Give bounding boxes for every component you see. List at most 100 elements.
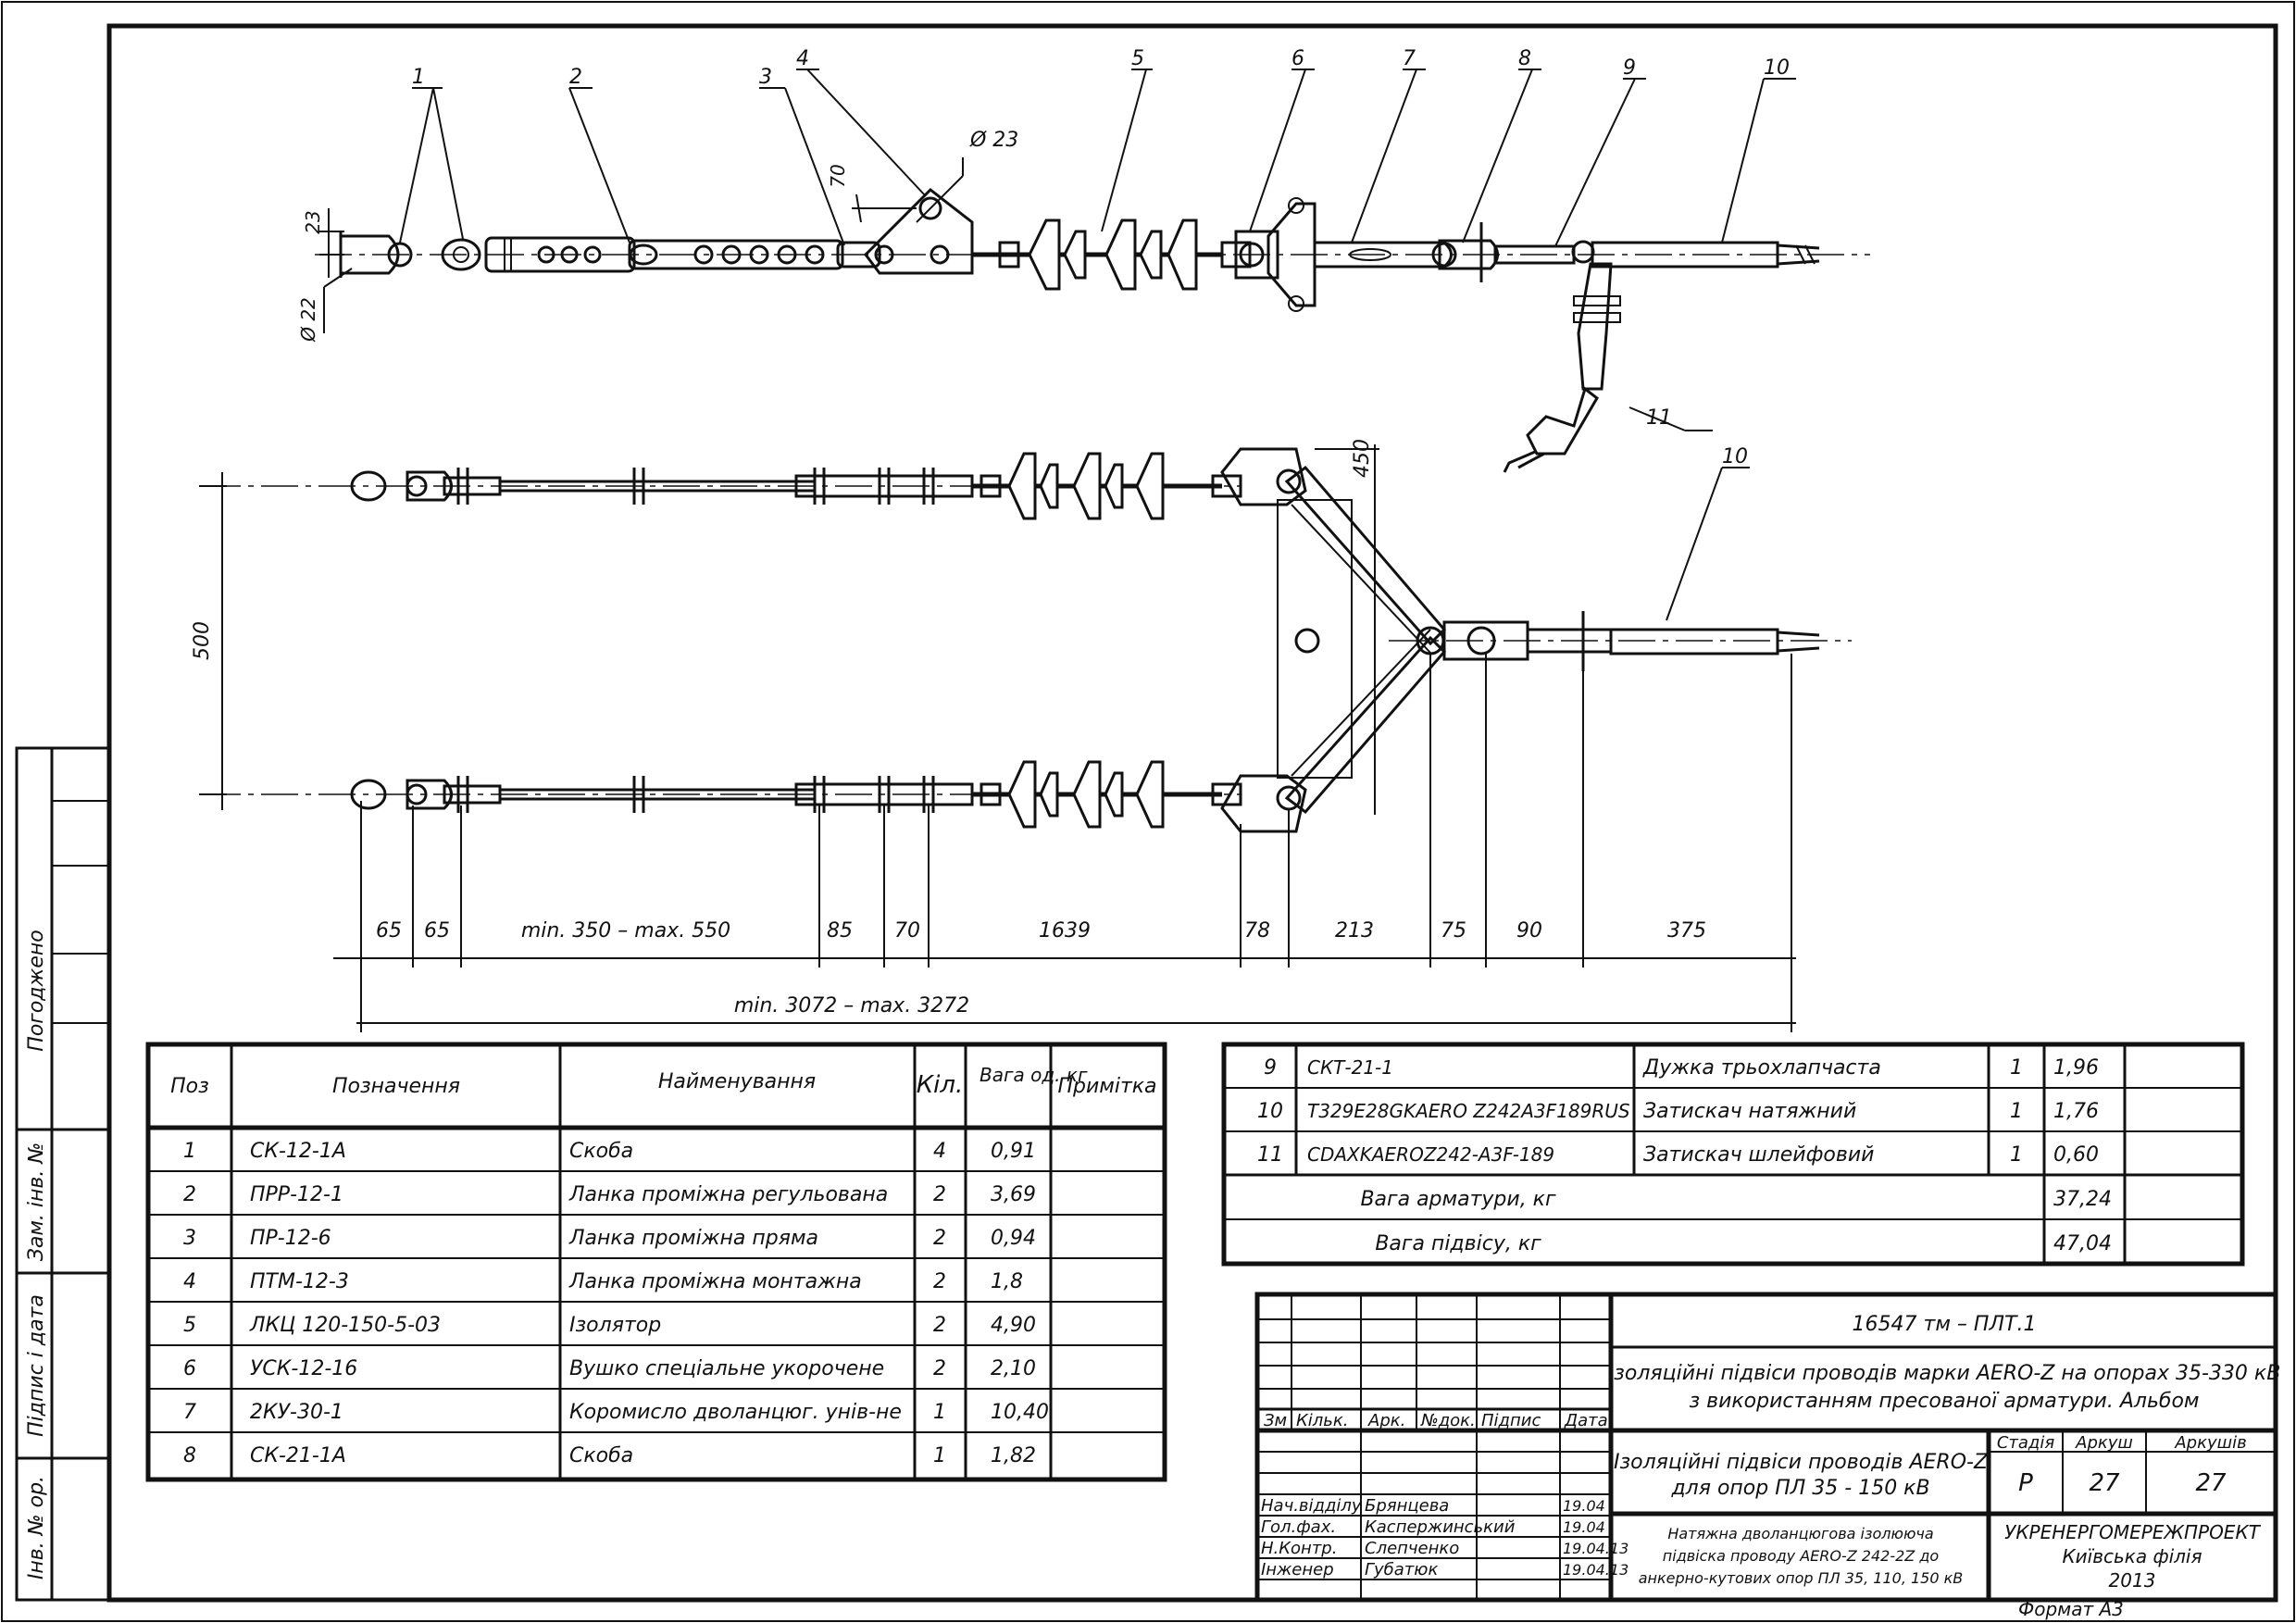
spec-row-pos: 7: [183, 1401, 196, 1424]
spec-row-designation: ПРР-12-1: [250, 1183, 343, 1206]
spec-row-pos: 10: [1257, 1100, 1283, 1123]
spec-row-designation: СКТ-21-1: [1307, 1056, 1393, 1079]
spec-row-qty: 4: [933, 1140, 946, 1163]
spec-row-qty: 1: [933, 1401, 946, 1424]
spec-row-pos: 1: [183, 1140, 196, 1163]
spec-row-weight: 3,69: [991, 1183, 1036, 1206]
col-qty: Кіл.: [917, 1071, 964, 1099]
stage-label: Стадія: [1997, 1433, 2055, 1453]
callout-10-main: 10: [1722, 445, 1748, 468]
dim-75: 75: [1441, 919, 1466, 943]
spec-row-qty: 1: [2010, 1143, 2023, 1167]
spec-row-pos: 8: [183, 1444, 196, 1467]
col-pos: Поз: [170, 1075, 209, 1098]
spec-row-weight: 1,96: [2053, 1056, 2099, 1080]
spec-row-designation: ЛКЦ 120-150-5-03: [249, 1314, 441, 1337]
sheets-label: Аркушів: [2174, 1433, 2246, 1453]
spec-row-weight: 0,60: [2053, 1143, 2099, 1167]
org-year: 2013: [2109, 1569, 2156, 1592]
person-name: Слепченко: [1365, 1539, 1459, 1558]
person-role: Гол.фах.: [1261, 1517, 1336, 1537]
callout-2: 2: [569, 66, 582, 89]
spec-row-pos: 5: [183, 1314, 196, 1337]
dim-adjustable: min. 350 – max. 550: [521, 919, 730, 943]
spec-row-name: Затискач натяжний: [1643, 1100, 1856, 1123]
spec-row-name: Скоба: [569, 1140, 633, 1163]
doc-code: 16547 тм – ПЛТ.1: [1853, 1313, 2037, 1336]
spec-row-pos: 9: [1264, 1056, 1277, 1080]
spec-row-qty: 1: [2010, 1056, 2023, 1080]
org-branch: Київська філія: [2062, 1545, 2202, 1567]
spec-row-qty: 1: [2010, 1100, 2023, 1123]
spec-row-name: Затискач шлейфовий: [1643, 1143, 1874, 1167]
person-date: 19.04.13: [1563, 1540, 1628, 1557]
spec-row-designation: СК-21-1А: [250, 1444, 346, 1467]
spec-row-pos: 6: [183, 1357, 196, 1380]
dim-90: 90: [1516, 919, 1542, 943]
callout-8: 8: [1518, 47, 1531, 70]
callouts: 1 2 3 4 5 6 7 8 9 10 11 10: [399, 47, 1796, 621]
stamp-agreed: Погоджено: [25, 930, 48, 1051]
spec-row-qty: 2: [933, 1183, 946, 1206]
stage-value: Р: [2018, 1469, 2033, 1497]
col-designation: Позначення: [332, 1075, 460, 1098]
col-weight: Вага од. кг: [980, 1064, 1088, 1086]
dim-1639: 1639: [1039, 919, 1091, 943]
spec-row-weight: 1,82: [991, 1444, 1036, 1467]
spec-row-name: Ланка проміжна монтажна: [568, 1270, 862, 1293]
callout-1: 1: [412, 66, 425, 89]
spec-row-name: Коромисло дволанцюг. унів-не: [569, 1401, 902, 1424]
spec-row-designation: ПТМ-12-3: [250, 1270, 349, 1293]
dim-213: 213: [1335, 919, 1374, 943]
callout-3: 3: [759, 66, 772, 89]
spec-table-left: Поз Позначення Найменування Кіл. Вага од…: [145, 1042, 1167, 1482]
spec-row-qty: 2: [933, 1314, 946, 1337]
callout-4: 4: [796, 47, 809, 70]
dim-78: 78: [1244, 919, 1270, 943]
sheet-label: Аркуш: [2075, 1433, 2133, 1453]
sheet-title-line1: Натяжна дволанцюгова ізолююча: [1667, 1525, 1933, 1542]
dim-65b: 65: [424, 919, 450, 943]
dim-375: 375: [1667, 919, 1706, 943]
callout-11: 11: [1646, 406, 1672, 430]
total-suspension-value: 47,04: [2053, 1232, 2112, 1255]
dim-500: 500: [191, 621, 214, 660]
spec-row-name: Дужка трьохлапчаста: [1642, 1056, 1881, 1080]
col-note: Примітка: [1057, 1075, 1156, 1098]
spec-row-weight: 1,8: [991, 1270, 1023, 1293]
total-armature-value: 37,24: [2053, 1188, 2112, 1211]
spec-row-qty: 1: [933, 1444, 946, 1467]
spec-row-weight: 0,91: [991, 1140, 1036, 1163]
callout-6: 6: [1292, 47, 1304, 70]
person-name: Брянцева: [1365, 1496, 1449, 1516]
spec-row-qty: 2: [933, 1227, 946, 1250]
person-name: Каспержинський: [1365, 1517, 1516, 1537]
dim-d23-hole: Ø 23: [969, 129, 1018, 152]
dim-65a: 65: [376, 919, 402, 943]
dim-d22: Ø 22: [297, 297, 319, 343]
format-label: Формат А3: [2018, 1598, 2124, 1620]
total-suspension-label: Вага підвісу, кг: [1375, 1232, 1541, 1255]
spec-row-designation: УСК-12-16: [250, 1357, 357, 1380]
person-role: Інженер: [1261, 1560, 1334, 1579]
stamp-inv-original: Інв. № ор.: [25, 1476, 48, 1579]
person-date: 19.04: [1563, 1497, 1605, 1515]
section-title-line2: для опор ПЛ 35 - 150 кВ: [1670, 1477, 1929, 1500]
album-title-line2: з використанням пресованої арматури. Аль…: [1689, 1390, 2199, 1413]
stamp-signature-date: Підпис і дата: [25, 1294, 48, 1437]
sheet-value: 27: [2089, 1469, 2120, 1497]
spec-row-qty: 2: [933, 1357, 946, 1380]
dim-85: 85: [827, 919, 853, 943]
spec-row-name: Ланка проміжна пряма: [568, 1227, 818, 1250]
sheets-value: 27: [2195, 1469, 2227, 1497]
spec-row-pos: 11: [1257, 1143, 1283, 1167]
dim-450: 450: [1351, 439, 1374, 478]
spec-row-qty: 2: [933, 1270, 946, 1293]
spec-row-weight: 0,94: [991, 1227, 1036, 1250]
stamp-replaced-inv: Зам. інв. №: [25, 1142, 48, 1262]
person-date: 19.04: [1563, 1518, 1605, 1536]
spec-row-designation: ПР-12-6: [250, 1227, 331, 1250]
tb-col-doc: №док.: [1420, 1411, 1476, 1430]
spec-row-designation: 2КУ-30-1: [250, 1401, 343, 1424]
